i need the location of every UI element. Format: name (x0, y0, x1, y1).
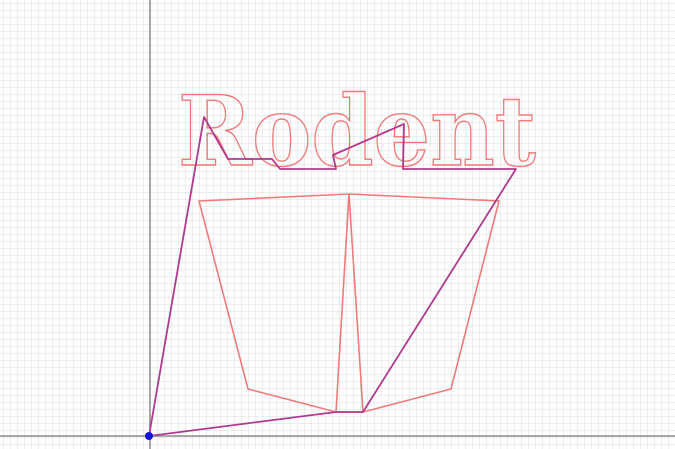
body-outline-shape[interactable] (197, 193, 501, 413)
word-outline[interactable]: Rodent (177, 74, 536, 188)
traced-path[interactable] (148, 116, 517, 437)
origin-point-icon[interactable] (145, 432, 153, 440)
